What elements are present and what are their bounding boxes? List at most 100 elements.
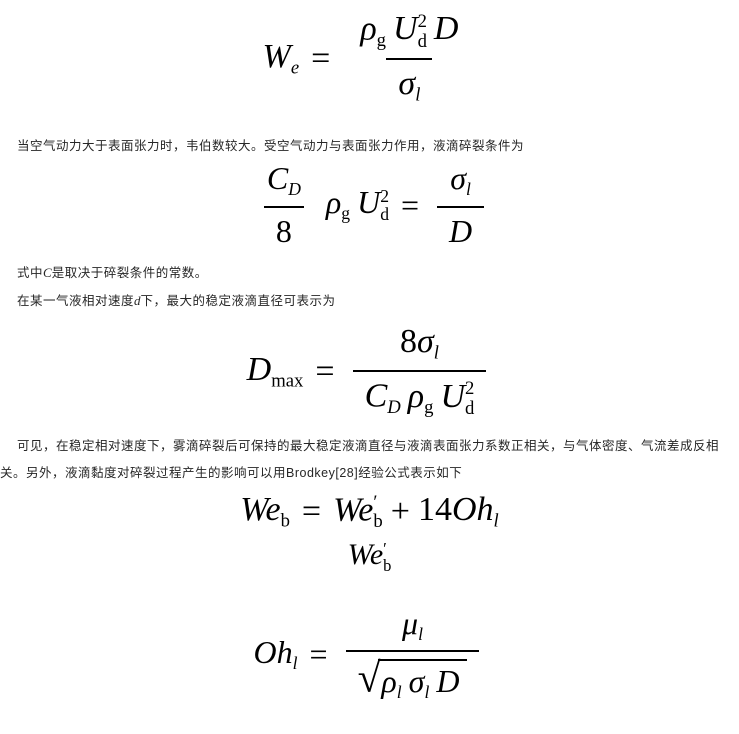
superscript-2: 2	[380, 185, 389, 206]
symbol-U: U	[357, 183, 381, 220]
number-8: 8	[399, 323, 417, 361]
subscript-l: l	[418, 623, 423, 644]
dmax-lhs: Dmax	[246, 350, 304, 392]
p2-text-pre: 式中	[17, 266, 44, 281]
symbol-D: D	[246, 350, 272, 388]
symbol-sigma: σ	[450, 160, 467, 197]
symbol-D: D	[433, 10, 459, 48]
cd-numerator: CD	[255, 160, 313, 206]
inline-symbol-C: C	[43, 265, 52, 281]
superscript-2: 2	[465, 378, 475, 400]
subscript-l: l	[292, 653, 298, 674]
subscript-l: l	[424, 682, 430, 703]
symbol-C: C	[364, 377, 388, 415]
symbol-W: W	[262, 37, 291, 75]
subscript-g: g	[424, 397, 434, 419]
brodkey-we-prime-term: We′b	[333, 493, 383, 532]
subscript-b: b	[280, 510, 290, 532]
symbol-rho: ρ	[360, 10, 377, 48]
symbol-C: C	[266, 160, 289, 197]
weber-lhs: We	[262, 37, 300, 79]
brodkey-oh-term: 14Ohl	[418, 493, 499, 531]
dmax-numerator: 8σl	[388, 323, 451, 370]
subscript-g: g	[376, 29, 386, 51]
prime-sub-stack: ′b	[383, 540, 391, 575]
subscript-D: D	[288, 179, 301, 200]
ohnesorge-lhs: Ohl	[254, 636, 298, 673]
symbol-rho: ρ	[325, 183, 342, 220]
prime-sub-stack: ′b	[373, 493, 382, 532]
prime-mark: ′	[373, 491, 378, 513]
sigma-over-d-fraction: σl D	[437, 160, 485, 250]
formula-we-prime: We′b	[0, 540, 739, 575]
symbol-U: U	[393, 10, 418, 48]
d-denominator: D	[437, 206, 485, 250]
paragraph-conclusion-brodkey: 可见，在稳定相对速度下，雾滴碎裂后可保持的最大稳定液滴直径与液滴表面张力系数正相…	[0, 438, 720, 480]
weber-denominator: σl	[386, 58, 433, 107]
formula-we-prime-row: We′b	[348, 540, 392, 575]
formula-brodkey: Web = We′b + 14Ohl	[0, 493, 739, 532]
we-prime-term: We′b	[348, 540, 392, 575]
symbol-sigma: σ	[416, 323, 434, 361]
brodkey-lhs: Web	[240, 493, 290, 531]
plus-sign: +	[390, 493, 410, 531]
symbol-We: We	[333, 491, 374, 529]
number-14: 14	[417, 491, 452, 529]
radical-icon: √	[357, 654, 381, 701]
prime-mark: ′	[383, 538, 387, 558]
subscript-l: l	[433, 342, 439, 364]
symbol-We: We	[240, 491, 281, 529]
subscript-b: b	[383, 556, 392, 576]
symbol-Oh: Oh	[451, 491, 494, 529]
symbol-mu: μ	[402, 604, 419, 641]
symbol-sigma: σ	[408, 663, 425, 700]
symbol-sigma: σ	[398, 65, 416, 103]
equals-sign: =	[301, 493, 322, 531]
formula-brodkey-row: Web = We′b + 14Ohl	[240, 493, 498, 532]
subscript-max: max	[271, 370, 304, 392]
cd-denominator: 8	[263, 206, 304, 250]
symbol-rho: ρ	[407, 377, 425, 415]
equals-sign: =	[309, 636, 328, 673]
subscript-g: g	[341, 202, 351, 223]
p3-text-pre: 在某一气液相对速度	[17, 294, 135, 309]
subscript-l: l	[415, 84, 421, 106]
symbol-D: D	[436, 663, 460, 700]
p2-text-post: 是取决于碎裂条件的常数。	[51, 266, 208, 281]
equals-sign: =	[400, 186, 420, 223]
subscript-e: e	[290, 57, 300, 79]
subscript-l: l	[466, 179, 471, 200]
inline-symbol-d: d	[134, 293, 141, 309]
symbol-rho: ρ	[381, 663, 397, 700]
ohnesorge-numerator: μl	[390, 605, 435, 651]
paragraph-relative-velocity: 在某一气液相对速度d下，最大的稳定液滴直径可表示为	[0, 287, 739, 315]
paragraph-constant-note: 式中C是取决于碎裂条件的常数。	[0, 259, 739, 287]
superscript-2: 2	[417, 11, 427, 32]
paragraph-aerodynamic-condition: 当空气动力大于表面张力时，韦伯数较大。受空气动力与表面张力作用，液滴碎裂条件为	[17, 139, 525, 154]
subscript-d: d	[465, 398, 475, 420]
subscript-d: d	[417, 30, 427, 52]
cd-over-8-fraction: CD 8	[255, 160, 313, 249]
symbol-Oh: Oh	[253, 633, 293, 670]
number-8: 8	[275, 213, 292, 250]
subscript-D: D	[387, 397, 401, 419]
symbol-D: D	[449, 213, 473, 250]
subscript-l: l	[396, 682, 402, 703]
